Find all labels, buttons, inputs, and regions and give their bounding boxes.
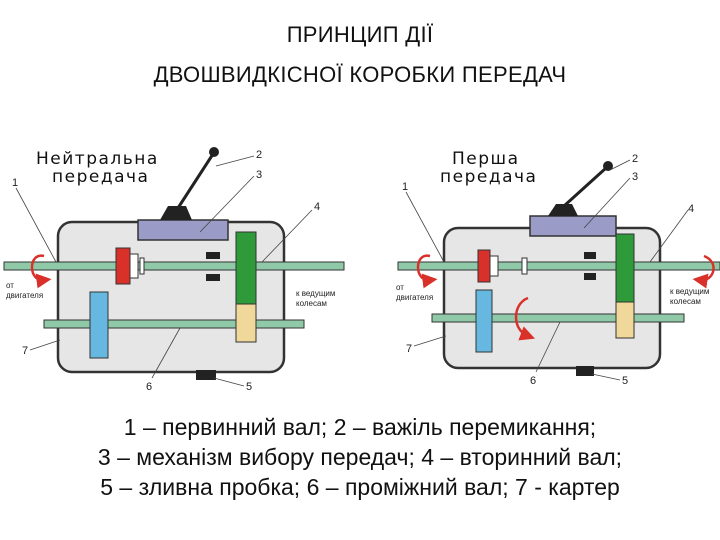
callout-3: 3 (632, 171, 638, 183)
callout-3: 3 (256, 169, 262, 181)
intermediate-gear-large (89, 291, 109, 359)
input-rotation-arrow (30, 254, 52, 289)
lever-base (160, 206, 192, 220)
callout-1: 1 (402, 181, 408, 193)
intermediate-shaft (43, 319, 305, 329)
drain-plug (576, 366, 594, 376)
intermediate-gear-small (235, 303, 257, 343)
callout-1: 1 (12, 177, 18, 189)
input-gear (477, 249, 491, 283)
panel-heading-line-2: передача (440, 167, 537, 187)
input-gear (115, 247, 131, 285)
first-gear-panel: Перша передача от двигателя к ведущим ко… (396, 149, 720, 387)
primary-shaft (397, 261, 720, 271)
panel-heading-line-2: передача (52, 167, 149, 187)
lever-knob (209, 147, 219, 157)
clutch-sleeve (139, 257, 145, 275)
output-label-line-1: к ведущим (296, 289, 335, 298)
output-label-line-1: к ведущим (670, 287, 709, 296)
synchro-block-bottom (584, 273, 596, 280)
input-label-line-1: от (396, 283, 404, 292)
callout-4: 4 (688, 203, 694, 215)
synchro-block-top (584, 252, 596, 259)
input-gear-hub (129, 253, 139, 279)
callout-4: 4 (314, 201, 320, 213)
input-label-line-2: двигателя (6, 291, 43, 300)
panel-heading-line-1: Перша (452, 149, 520, 169)
callout-5: 5 (246, 381, 252, 393)
callout-6: 6 (146, 381, 152, 393)
legend-line-3: 5 – зливна пробка; 6 – проміжний вал; 7 … (100, 474, 620, 500)
output-gear (615, 233, 635, 303)
gearbox-diagram: Нейтральна передача от двигателя (3, 147, 720, 393)
drain-plug (196, 370, 216, 380)
callout-7: 7 (406, 343, 412, 355)
callout-2: 2 (632, 153, 638, 165)
input-rotation-arrow (416, 254, 438, 289)
panel-heading-line-1: Нейтральна (36, 149, 159, 169)
intermediate-gear-small (615, 301, 635, 339)
primary-shaft (3, 261, 345, 271)
input-label-line-1: от (6, 281, 14, 290)
input-gear-hub (489, 255, 499, 277)
output-gear (235, 231, 257, 305)
intermediate-rotation-arrow (514, 296, 536, 341)
callout-6: 6 (530, 375, 536, 387)
synchro-block-bottom (206, 274, 220, 281)
intermediate-shaft (431, 313, 685, 323)
page-title-line-1: ПРИНЦИП ДІЇ (286, 22, 434, 47)
output-rotation-arrow (692, 254, 715, 289)
output-label-line-2: колесам (670, 297, 701, 306)
legend-line-2: 3 – механізм вибору передач; 4 – вторинн… (97, 444, 623, 470)
shift-lever (176, 153, 215, 209)
gear-selector-mechanism (137, 219, 229, 241)
callout-7: 7 (22, 345, 28, 357)
output-label-line-2: колесам (296, 299, 327, 308)
input-label-line-2: двигателя (396, 293, 433, 302)
shift-lever (562, 166, 608, 208)
intermediate-gear-large (475, 289, 493, 353)
synchro-block-top (206, 252, 220, 259)
callout-5: 5 (622, 375, 628, 387)
legend-line-1: 1 – первинний вал; 2 – важіль перемиканн… (123, 414, 597, 440)
callout-2: 2 (256, 149, 262, 161)
page-title-line-2: ДВОШВИДКІСНОЇ КОРОБКИ ПЕРЕДАЧ (153, 62, 567, 87)
clutch-sleeve (521, 257, 528, 275)
lever-base (548, 204, 578, 216)
lever-knob (603, 161, 613, 171)
neutral-gear-panel: Нейтральна передача от двигателя (3, 147, 345, 393)
gear-selector-mechanism (529, 215, 617, 237)
